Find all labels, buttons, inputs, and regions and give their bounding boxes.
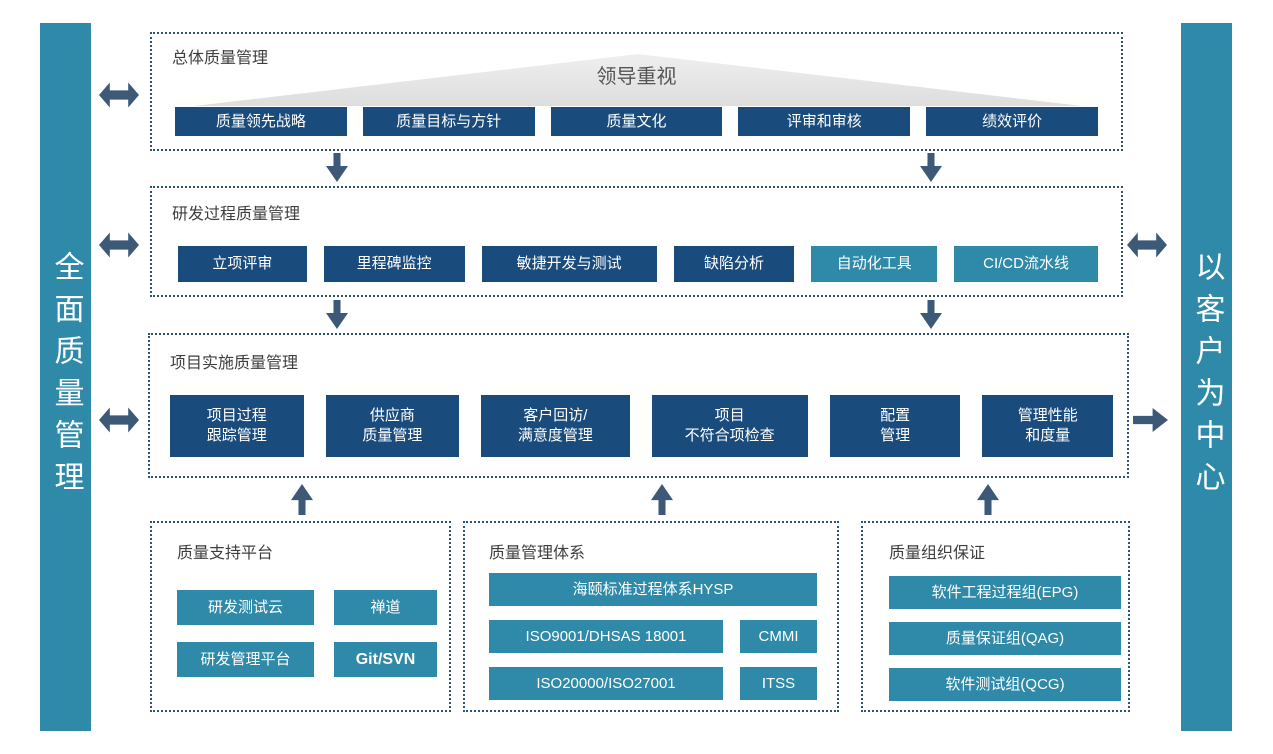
overall-buttons-row: 质量领先战略 质量目标与方针 质量文化 评审和审核 绩效评价	[175, 107, 1098, 136]
down-arrow-1-right-icon	[920, 153, 942, 182]
node-line1: 客户回访/	[523, 407, 588, 424]
up-arrow-system-icon	[651, 484, 673, 515]
node-line2: 满意度管理	[517, 427, 593, 444]
node-line2: 质量管理	[362, 427, 423, 444]
node-line1: 供应商	[369, 407, 415, 424]
node-performance-measurement: 管理性能 和度量	[982, 395, 1114, 457]
right-banner-customer-centric: 以客户为中心	[1181, 23, 1232, 731]
node-nonconformity-inspection: 项目 不符合项检查	[651, 395, 808, 457]
node-line1: 项目	[714, 407, 745, 424]
node-review-audit: 评审和审核	[738, 107, 911, 136]
node-defect-analysis: 缺陷分析	[673, 246, 795, 282]
node-rd-test-cloud: 研发测试云	[177, 590, 314, 625]
section-project-impl-quality: 项目实施质量管理 项目过程 跟踪管理 供应商 质量管理 客户回访/ 满意度管理 …	[148, 333, 1129, 478]
leadership-label: 领导重视	[596, 66, 677, 88]
right-arrow-icon	[1133, 408, 1168, 432]
node-line2: 跟踪管理	[206, 427, 267, 444]
impl-buttons-row: 项目过程 跟踪管理 供应商 质量管理 客户回访/ 满意度管理 项目 不符合项检查…	[170, 395, 1114, 457]
node-iso9001-dhsas: ISO9001/DHSAS 18001	[489, 620, 723, 653]
left-double-arrow-top-icon	[99, 82, 139, 108]
node-line1: 配置	[880, 407, 911, 424]
node-quality-goals-policy: 质量目标与方针	[362, 107, 535, 136]
section-rd-process-quality: 研发过程质量管理 立项评审 里程碑监控 敏捷开发与测试 缺陷分析 自动化工具 C…	[150, 186, 1123, 297]
node-supplier-quality: 供应商 质量管理	[325, 395, 460, 457]
section-org-assurance: 质量组织保证 软件工程过程组(EPG) 质量保证组(QAG) 软件测试组(QCG…	[861, 521, 1130, 712]
section-quality-system: 质量管理体系 海颐标准过程体系HYSP ISO9001/DHSAS 18001 …	[463, 521, 839, 712]
section-overall-quality: 总体质量管理 领导重视 质量领先战略 质量目标与方针 质量文化 评审和审核 绩效…	[150, 32, 1123, 151]
node-git-svn: Git/SVN	[334, 642, 437, 677]
node-cicd-pipeline: CI/CD流水线	[954, 246, 1098, 282]
left-double-arrow-middle-icon	[99, 232, 139, 258]
section-title: 总体质量管理	[172, 50, 269, 67]
node-milestone-monitoring: 里程碑监控	[323, 246, 465, 282]
section-title: 质量组织保证	[889, 545, 986, 562]
node-quality-culture: 质量文化	[550, 107, 723, 136]
node-customer-visit-satisfaction: 客户回访/ 满意度管理	[481, 395, 630, 457]
node-zentao: 禅道	[334, 590, 437, 625]
node-quality-leading-strategy: 质量领先战略	[175, 107, 347, 136]
node-rd-mgmt-platform: 研发管理平台	[177, 642, 314, 677]
right-banner-label: 以客户为中心	[1190, 251, 1224, 503]
node-cmmi: CMMI	[740, 620, 817, 653]
node-agile-dev-testing: 敏捷开发与测试	[481, 246, 657, 282]
node-configuration-management: 配置 管理	[829, 395, 961, 457]
section-title: 质量管理体系	[489, 545, 586, 562]
node-itss: ITSS	[740, 667, 817, 700]
node-line2: 管理	[880, 427, 911, 444]
node-iso20000-iso27001: ISO20000/ISO27001	[489, 667, 723, 700]
right-double-arrow-icon	[1127, 232, 1167, 258]
left-double-arrow-bottom-icon	[99, 407, 139, 433]
section-support-platform: 质量支持平台 研发测试云 禅道 研发管理平台 Git/SVN	[150, 521, 451, 712]
up-arrow-org-icon	[977, 484, 999, 515]
node-line1: 项目过程	[206, 407, 267, 424]
node-line2: 和度量	[1025, 427, 1071, 444]
node-project-approval-review: 立项评审	[178, 246, 307, 282]
node-qcg-group: 软件测试组(QCG)	[889, 668, 1121, 701]
up-arrow-support-icon	[291, 484, 313, 515]
section-title: 质量支持平台	[177, 545, 274, 562]
node-performance-evaluation: 绩效评价	[926, 107, 1098, 136]
section-title: 项目实施质量管理	[170, 355, 299, 372]
node-line1: 管理性能	[1017, 407, 1078, 424]
node-qag-group: 质量保证组(QAG)	[889, 622, 1121, 655]
down-arrow-1-left-icon	[326, 153, 348, 182]
left-banner-total-quality: 全面质量管理	[40, 23, 91, 731]
node-epg-group: 软件工程过程组(EPG)	[889, 576, 1121, 609]
down-arrow-2-right-icon	[920, 300, 942, 329]
node-line2: 不符合项检查	[684, 427, 775, 444]
node-project-process-tracking: 项目过程 跟踪管理	[170, 395, 304, 457]
node-automation-tools: 自动化工具	[811, 246, 938, 282]
rd-buttons-row: 立项评审 里程碑监控 敏捷开发与测试 缺陷分析 自动化工具 CI/CD流水线	[178, 246, 1098, 282]
down-arrow-2-left-icon	[326, 300, 348, 329]
node-hysp-process-system: 海颐标准过程体系HYSP	[489, 573, 817, 606]
left-banner-label: 全面质量管理	[49, 251, 83, 503]
section-title: 研发过程质量管理	[172, 206, 301, 223]
